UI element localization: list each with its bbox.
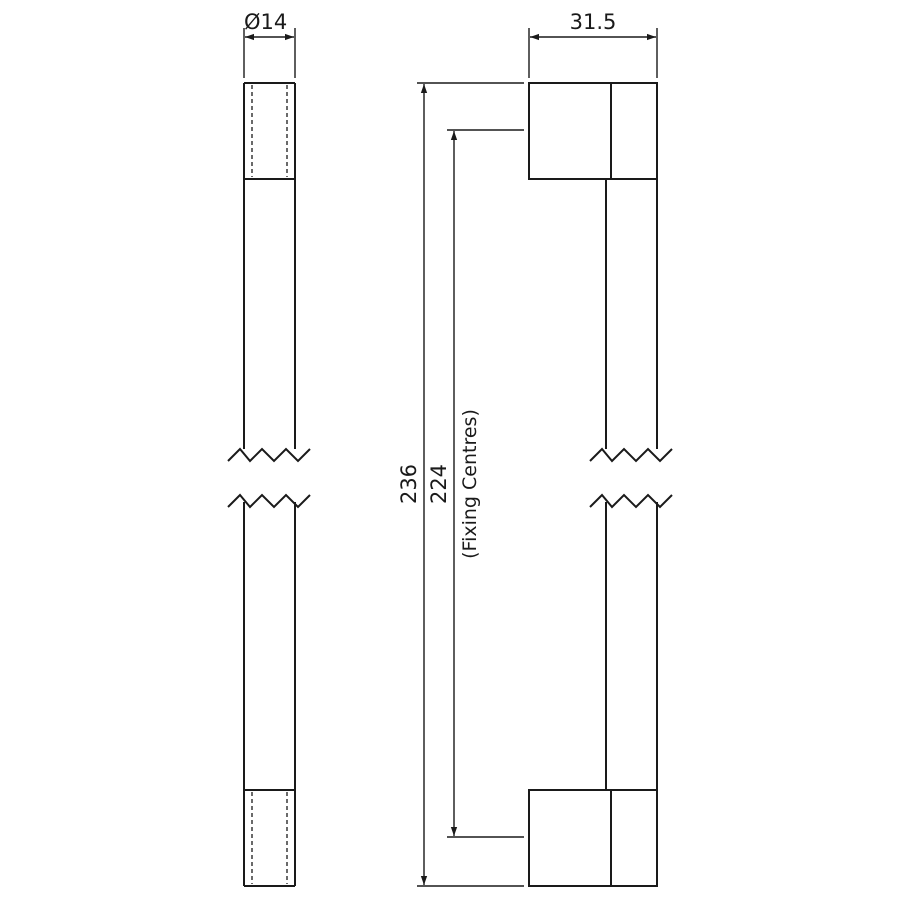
front-view-upper-bar bbox=[605, 179, 658, 449]
overall-length-dimension: 236 bbox=[397, 82, 524, 887]
front-view-bottom-block bbox=[528, 789, 658, 887]
side-view-break-line-upper bbox=[227, 447, 311, 463]
front-view-break-line-lower bbox=[589, 493, 673, 509]
front-view: 31.5 236 224 (Fixing Centres) bbox=[397, 10, 673, 887]
width-label: 31.5 bbox=[570, 10, 617, 34]
side-view-upper-bar bbox=[243, 83, 296, 449]
front-view-break-line-upper bbox=[589, 447, 673, 463]
fixing-centres-note: (Fixing Centres) bbox=[459, 409, 481, 559]
side-view-bottom-cap bbox=[244, 789, 295, 887]
front-view-top-block bbox=[528, 82, 658, 180]
side-view: Ø14 bbox=[227, 10, 311, 887]
side-view-break-line-lower bbox=[227, 493, 311, 509]
side-view-top-cap bbox=[244, 82, 295, 180]
overall-length-label: 236 bbox=[397, 464, 421, 504]
diameter-dimension: Ø14 bbox=[243, 10, 296, 78]
front-view-lower-bar bbox=[605, 502, 658, 790]
width-dimension: 31.5 bbox=[528, 10, 658, 78]
fixing-centres-dimension: 224 (Fixing Centres) bbox=[427, 129, 524, 838]
side-view-lower-bar bbox=[243, 502, 296, 886]
diameter-label: Ø14 bbox=[244, 10, 287, 34]
fixing-centres-label: 224 bbox=[427, 464, 451, 504]
